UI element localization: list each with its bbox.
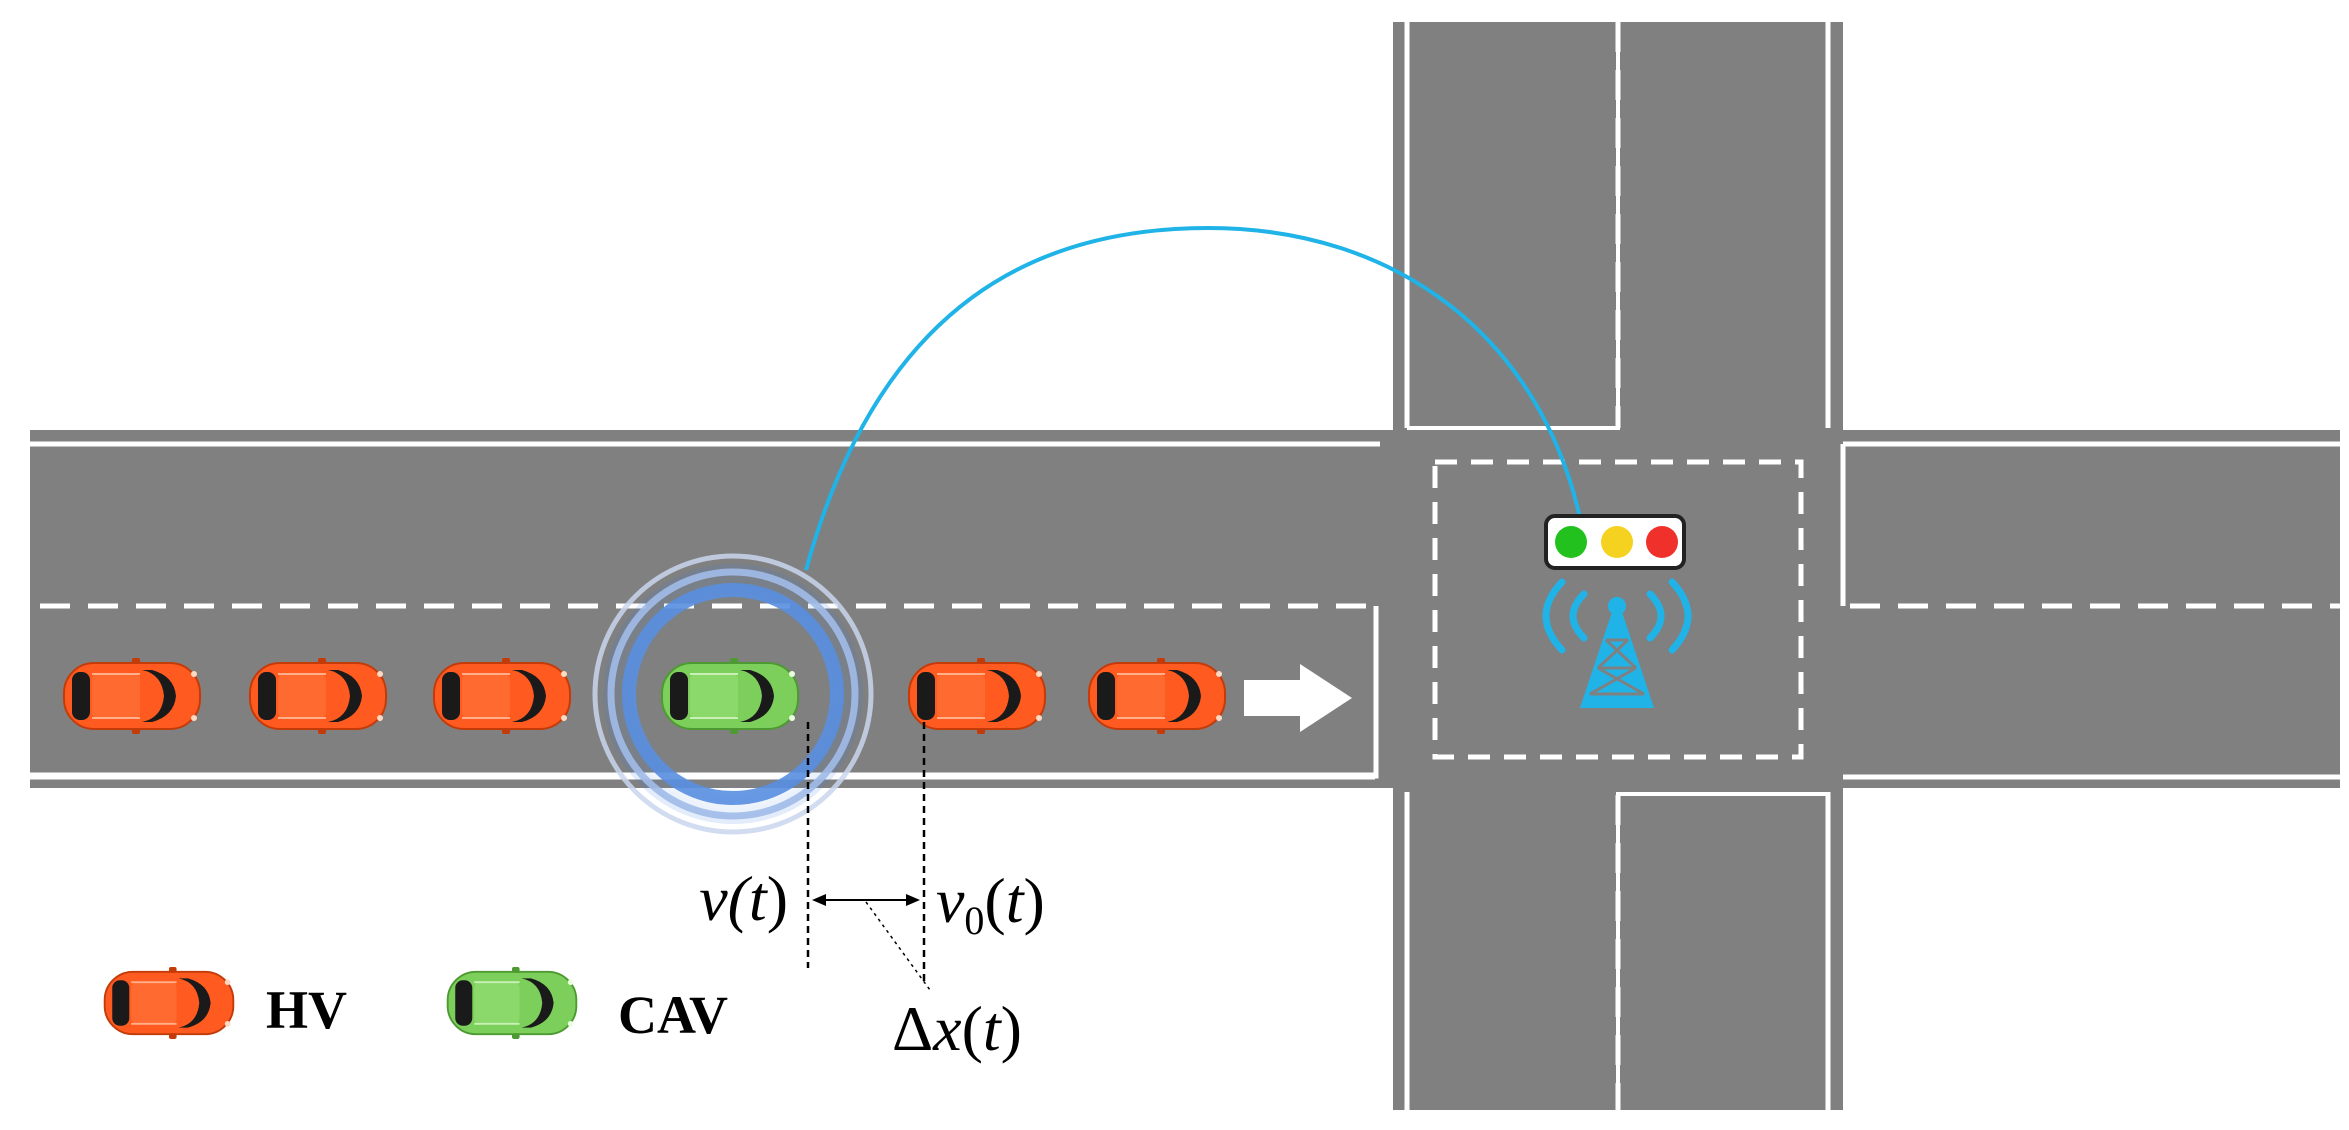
road-network	[30, 22, 2340, 1110]
cav-velocity-label: v(t)	[699, 863, 788, 934]
travel-direction-arrow	[1244, 664, 1352, 732]
leader-velocity-label: v0(t)	[936, 865, 1045, 943]
v2i-communication-link	[804, 225, 1582, 571]
legend: HV CAV	[103, 965, 728, 1045]
legend-cav-swatch	[446, 965, 578, 1041]
legend-hv-label: HV	[266, 980, 347, 1040]
traffic-signal	[1544, 514, 1686, 570]
rsu-tower-icon	[1542, 578, 1692, 708]
gap-label: Δx(t)	[892, 993, 1022, 1064]
hv-car	[63, 657, 201, 735]
horizontal-road	[30, 430, 2340, 788]
signal-green-light	[1555, 526, 1587, 558]
lane-dashes	[40, 22, 2340, 1110]
hv-car	[433, 657, 571, 735]
intersection-zone	[1432, 459, 1804, 760]
legend-hv-swatch	[103, 966, 235, 1040]
signal-yellow-light	[1601, 526, 1633, 558]
math-labels: v(t) v0(t) Δx(t)	[699, 863, 1045, 1064]
legend-cav-label: CAV	[618, 985, 728, 1045]
hv-car	[249, 657, 387, 735]
hv-car	[908, 657, 1046, 735]
hv-car	[1088, 657, 1226, 735]
spacing-annotation	[806, 722, 931, 991]
signal-red-light	[1646, 526, 1678, 558]
cav-car	[661, 657, 799, 735]
